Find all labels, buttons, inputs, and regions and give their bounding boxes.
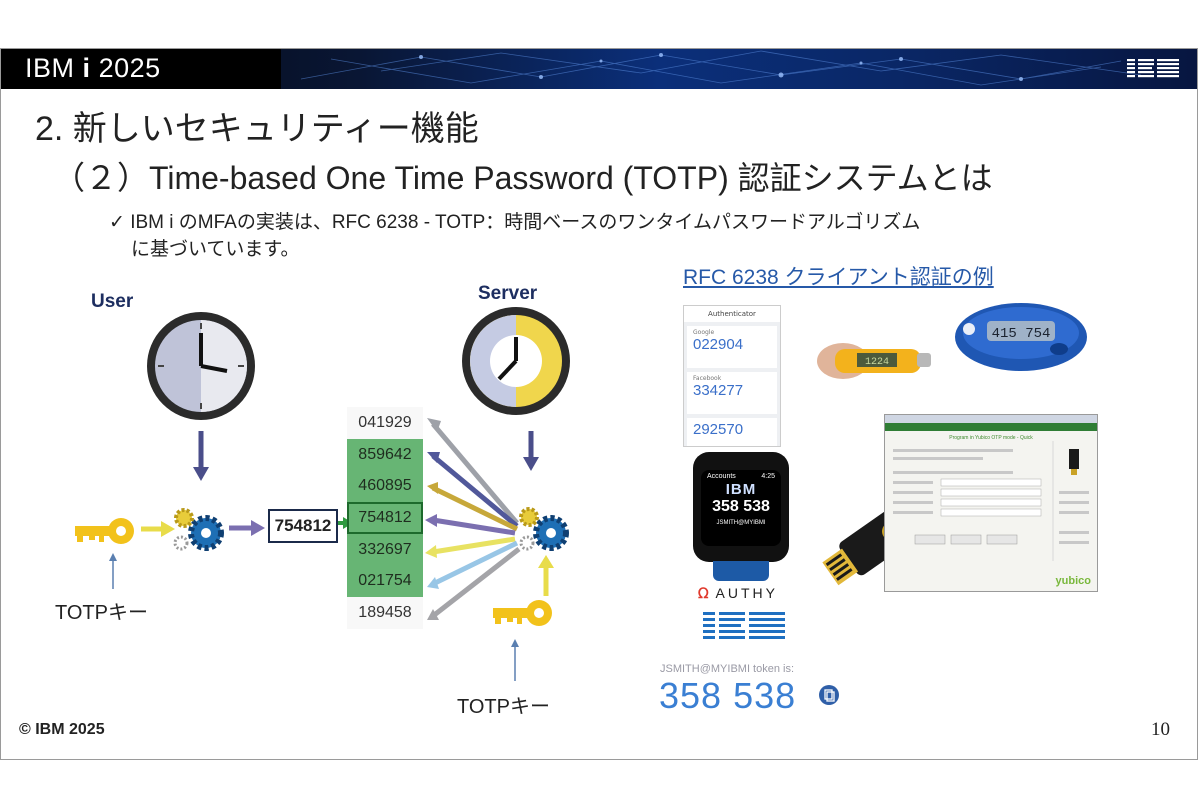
user-clock-icon [147,312,255,420]
usb-token-display: 1224 [865,357,889,368]
ibm-striped-logo-icon [703,612,785,639]
banner-year: 2025 [98,53,161,83]
authenticator-app-screenshot: Authenticator Google 022904 Facebook 334… [683,305,781,447]
slide: IBM i 2025 2. 新しいセキュリティー機能 （２）Time-based… [0,48,1198,760]
yubico-window-titlebar [885,415,1097,423]
authenticator-code: 022904 [693,336,744,353]
bullet-line-1: IBM i のMFAの実装は、RFC 6238 - TOTP：時間ベースのワンタ… [130,212,921,233]
watch-app-name: Accounts [707,473,736,480]
totp-key-label-right: TOTPキー [457,696,550,718]
network-background-graphic [1,49,1142,89]
footer-copyright: © IBM 2025 [19,721,105,738]
yubico-program-title: Program in Yubico OTP mode - Quick [949,435,1033,441]
authenticator-code: 292570 [693,421,744,438]
server-otp-strip: 041929 859642 460895 754812 332697 02175… [347,407,423,629]
totp-key-label-left: TOTPキー [55,602,148,624]
yubico-menu-bar [885,423,1097,431]
otp-strip-cell: 859642 [347,438,423,471]
rfc-example-link[interactable]: RFC 6238 クライアント認証の例 [683,266,994,289]
otp-strip-cell: 021754 [347,565,423,598]
authenticator-entry: Google 022904 [687,326,777,368]
diagram-graphics [75,307,570,681]
user-label: User [91,291,134,312]
smartwatch-image: Accounts 4:25 IBM 358 538 JSMITH@MYIBMI [693,452,789,562]
title-banner: IBM i 2025 [1,49,1197,89]
watch-user: JSMITH@MYIBMI [716,520,766,526]
authenticator-entry: 292570 [687,418,777,446]
otp-key-fob-image: 415 754 [955,303,1087,371]
authenticator-service: Google [693,329,715,336]
key-fob-display: 415 754 [992,326,1051,342]
authy-logo: ᘯ AUTHY [698,585,778,602]
page-number: 10 [1151,719,1170,740]
otp-strip-cell: 332697 [347,533,423,566]
server-label: Server [478,283,538,304]
banner-brand: IBM [25,53,75,83]
banner-brand-i: i [82,53,91,83]
authenticator-header: Authenticator [684,306,780,322]
yubico-form-graphic [893,441,1089,561]
token-label: JSMITH@MYIBMI token is: [660,663,795,675]
server-clock-icon [462,307,570,415]
authenticator-code: 334277 [693,382,744,399]
authy-text: AUTHY [715,585,778,601]
ibm-logo-icon [1127,59,1179,78]
totp-diagram: User Server [41,271,641,751]
server-key-icon [493,600,552,626]
authenticator-entry: Facebook 334277 [687,372,777,414]
bullet-text: ✓ IBM i のMFAの実装は、RFC 6238 - TOTP：時間ベースのワ… [109,209,920,263]
user-gears-icon [173,508,224,551]
watch-screen: Accounts 4:25 IBM 358 538 JSMITH@MYIBMI [701,470,781,546]
watch-band [713,561,769,581]
bullet-line-2: に基づいています。 [131,239,300,260]
token-value: 358 538 [659,675,797,716]
watch-token-code: 358 538 [712,498,770,515]
authy-mark-icon: ᘯ [698,585,709,601]
slide-heading: 2. 新しいセキュリティー機能 [35,110,479,148]
otp-strip-cell: 754812 [347,502,423,534]
authenticator-service: Facebook [693,375,722,382]
watch-time: 4:25 [761,473,775,480]
watch-ibm-logo: IBM [725,481,757,498]
slide-subheading: （２）Time-based One Time Password (TOTP) 認… [53,160,993,196]
server-gears-icon [519,507,569,551]
otp-strip-cell: 041929 [347,407,423,439]
yubico-logo: yubico [1055,575,1091,587]
copy-icon[interactable] [819,685,839,705]
usb-otp-token-image: 1224 [817,343,931,379]
otp-strip-cell: 189458 [347,597,423,629]
otp-strip-cell: 460895 [347,470,423,503]
banner-title: IBM i 2025 [25,53,161,84]
user-otp-code: 754812 [268,509,338,543]
user-key-icon [75,518,134,544]
yubico-tool-screenshot: Program in Yubico OTP mode - Quick yubic… [884,414,1098,592]
check-icon: ✓ [109,212,125,233]
